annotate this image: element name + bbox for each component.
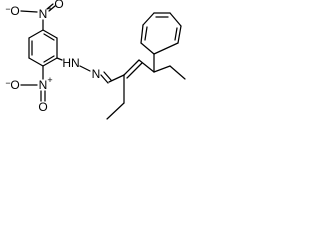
cycloheptatriene-ring	[140, 12, 182, 55]
nitro-o-atom: O	[54, 0, 63, 11]
chain-bond	[123, 59, 140, 76]
ring-bond	[169, 12, 182, 27]
ring-double-bond	[43, 55, 55, 63]
ring-bond	[177, 25, 182, 44]
ring-double-bond	[144, 26, 148, 41]
imine-double-bond	[103, 71, 112, 81]
nitro-o-charge: −	[5, 4, 10, 14]
nitro-n-charge: +	[47, 4, 52, 14]
ring-bond	[153, 42, 179, 55]
ethyl-bond	[106, 102, 125, 120]
nitro-o-charge: −	[5, 78, 10, 88]
nitro-n-charge: +	[47, 75, 52, 85]
ring-bond	[42, 57, 58, 67]
ring-bond	[28, 29, 44, 39]
dinitrophenyl-ring	[28, 29, 58, 67]
nitro-o-atom: O	[10, 4, 19, 18]
ring-bond	[140, 24, 144, 44]
n-o-double-bond	[46, 3, 54, 10]
ethyl-bond	[153, 65, 171, 73]
ring-bond	[42, 29, 58, 39]
ring-double-bond	[43, 33, 55, 41]
ethyl-bond	[169, 65, 186, 80]
nitro-n-atom: N	[39, 78, 48, 92]
imine-n-atom: N	[92, 67, 101, 81]
ring-bond	[142, 12, 155, 26]
nitro-group-top: N + O − O	[5, 0, 64, 31]
aliphatic-chain	[106, 53, 186, 120]
ring-double-bond	[174, 27, 178, 41]
chain-bond	[138, 59, 155, 73]
nitro-group-bottom: N + O − O	[5, 65, 53, 114]
ring-bond	[140, 42, 155, 55]
ring-bond	[28, 57, 44, 67]
nitro-n-atom: N	[39, 7, 48, 21]
hydrazone-nh-atom: HN	[62, 56, 79, 70]
nitro-o-atom: O	[10, 78, 19, 92]
hydrazone-linkage: HN N	[56, 56, 112, 84]
chain-bond	[108, 74, 125, 83]
chain-double-bond	[126, 62, 143, 79]
chemical-structure-diagram: N + O − O N + O − O HN N	[5, 0, 186, 120]
n-o-double-bond	[48, 5, 56, 12]
nh-n-bond	[79, 65, 91, 72]
imine-double-bond	[100, 74, 109, 84]
n-o-bond	[20, 10, 38, 13]
nitro-o-atom: O	[38, 100, 47, 114]
c-nh-bond	[56, 57, 63, 61]
